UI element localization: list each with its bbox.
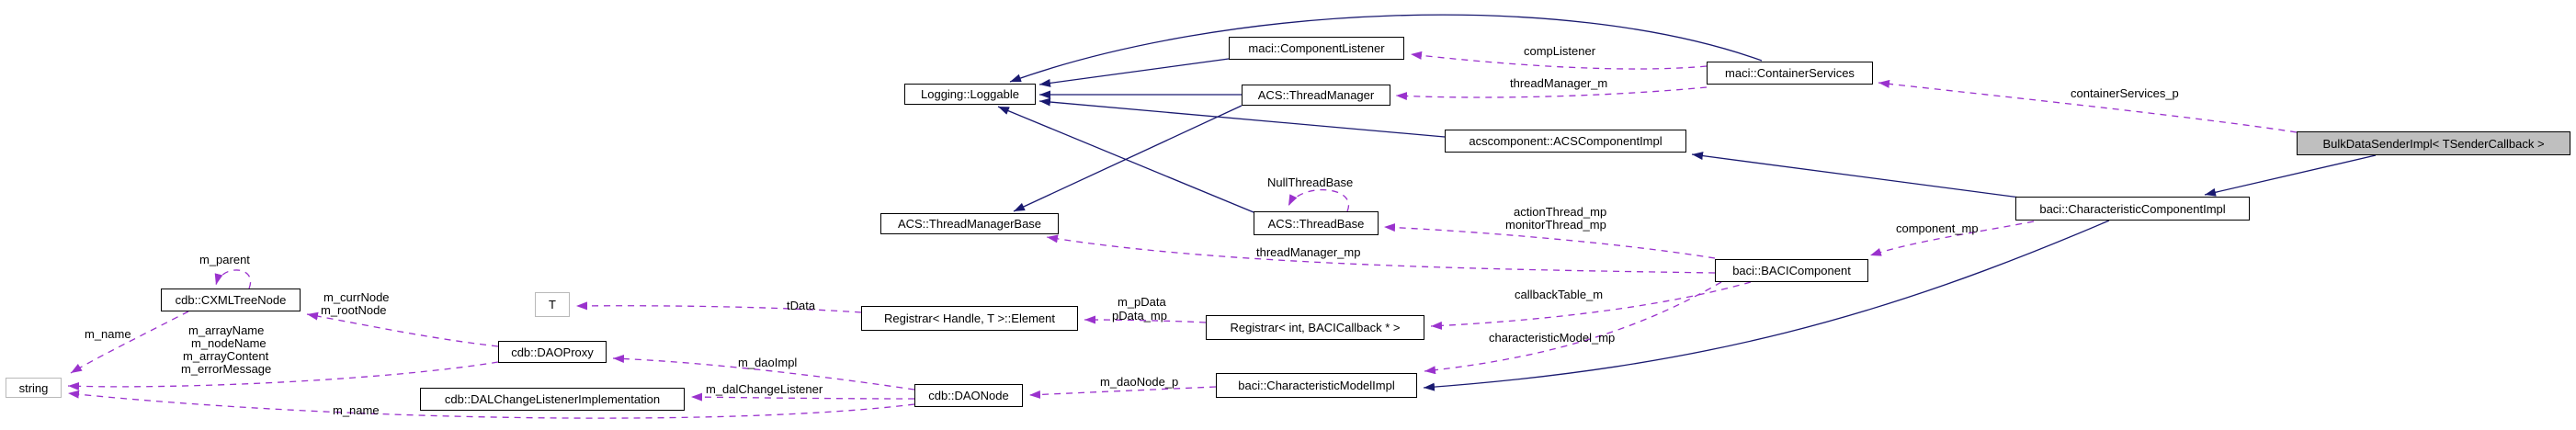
node-registrar-element[interactable]: Registrar< Handle, T >::Element xyxy=(861,306,1078,331)
edge-m_daoImpl xyxy=(612,354,915,390)
edge-label-NullThreadBase: NullThreadBase xyxy=(1267,175,1354,189)
edge-label-characteristicModel_mp: characteristicModel_mp xyxy=(1489,331,1616,345)
edge-threadManager_m xyxy=(1395,86,1708,101)
edge-label-compListener: compListener xyxy=(1524,44,1596,58)
edge-label-monitorThread_mp: monitorThread_mp xyxy=(1505,218,1606,232)
node-loggable[interactable]: Logging::Loggable xyxy=(904,84,1036,105)
edge-tData xyxy=(575,301,862,313)
edge-label-tData: tData xyxy=(787,299,816,312)
node-dao-proxy[interactable]: cdb::DAOProxy xyxy=(498,341,607,363)
edge-componentlistener-to-loggable xyxy=(1038,58,1230,87)
edge-label-m_nodeName: m_nodeName xyxy=(191,336,267,350)
node-registrar-int-bacicallback[interactable]: Registrar< int, BACICallback * > xyxy=(1206,315,1424,340)
node-dal-change-listener-implementation[interactable]: cdb::DALChangeListenerImplementation xyxy=(420,388,685,411)
node-bulk-data-sender-impl[interactable]: BulkDataSenderImpl< TSenderCallback > xyxy=(2297,131,2570,155)
edge-label-m_arrayContent: m_arrayContent xyxy=(183,349,269,363)
edge-label-threadManager_m: threadManager_m xyxy=(1510,76,1608,90)
node-characteristic-component-impl[interactable]: baci::CharacteristicComponentImpl xyxy=(2015,197,2250,221)
edge-containerServices_p xyxy=(1878,79,2298,133)
edge-label-actionThread_mp: actionThread_mp xyxy=(1514,205,1607,219)
edge-label-m_name-bottom: m_name xyxy=(333,403,380,417)
node-acs-component-impl[interactable]: acscomponent::ACSComponentImpl xyxy=(1445,130,1686,153)
edge-m_currNode-m_rootNode xyxy=(306,311,499,347)
edge-threadManager_mp xyxy=(1046,234,1716,274)
edge-label-containerServices_p: containerServices_p xyxy=(2071,86,2179,100)
edge-characteristiccomponentimpl-to-acscomponentimpl xyxy=(1691,152,2021,198)
edge-label-m_parent: m_parent xyxy=(199,253,250,266)
edge-label-pData_mp: pData_mp xyxy=(1112,309,1167,322)
node-container-services[interactable]: maci::ContainerServices xyxy=(1707,62,1873,85)
edge-label-m_pData: m_pData xyxy=(1118,295,1166,309)
node-t[interactable]: T xyxy=(535,292,570,317)
edge-component_mp xyxy=(1869,221,2035,256)
node-thread-manager-base[interactable]: ACS::ThreadManagerBase xyxy=(880,213,1059,234)
edge-acscomponentimpl-to-loggable xyxy=(1038,97,1446,138)
edge-m_name-daonode-to-string xyxy=(67,390,915,419)
edge-label-m_daoImpl: m_daoImpl xyxy=(738,356,798,369)
edge-characteristiccomponentimpl-to-characteristicmodelimpl xyxy=(1423,220,2110,391)
edge-label-m_errorMessage: m_errorMessage xyxy=(181,362,272,376)
node-characteristic-model-impl[interactable]: baci::CharacteristicModelImpl xyxy=(1216,373,1417,398)
edge-label-m_rootNode: m_rootNode xyxy=(321,303,387,317)
edge-bulkdatasender-to-characteristiccomponentimpl xyxy=(2204,154,2377,197)
edge-m_dalChangeListener xyxy=(690,392,915,402)
node-thread-base[interactable]: ACS::ThreadBase xyxy=(1254,211,1379,235)
edge-actionThread-monitorThread xyxy=(1383,223,1716,259)
node-string[interactable]: string xyxy=(6,378,62,398)
edge-characteristicModel_mp xyxy=(1424,281,1722,375)
edge-containerservices-to-loggable xyxy=(1009,14,1763,83)
edge-label-m_currNode: m_currNode xyxy=(323,290,390,304)
node-component-listener[interactable]: maci::ComponentListener xyxy=(1229,37,1404,60)
edge-m_name-cxml-to-string xyxy=(70,311,189,374)
node-cxml-tree-node[interactable]: cdb::CXMLTreeNode xyxy=(161,289,301,311)
node-dao-node[interactable]: cdb::DAONode xyxy=(914,384,1023,407)
edge-nullThreadBase-selfloop xyxy=(1288,189,1350,212)
node-baci-component[interactable]: baci::BACIComponent xyxy=(1715,259,1868,282)
edge-m_pData xyxy=(1084,315,1207,324)
edge-label-m_name-upper: m_name xyxy=(85,327,131,341)
edge-label-m_daoNode_p: m_daoNode_p xyxy=(1100,375,1179,389)
edge-m_parent-selfloop xyxy=(214,269,252,289)
edge-label-m_arrayName: m_arrayName xyxy=(188,323,265,337)
node-thread-manager[interactable]: ACS::ThreadManager xyxy=(1242,85,1390,106)
edge-label-m_dalChangeListener: m_dalChangeListener xyxy=(706,382,823,396)
edge-threadmanager-to-threadmanagerbase xyxy=(1013,105,1243,212)
edge-m_array-daoproxy-to-string xyxy=(67,361,499,390)
edge-label-threadManager_mp: threadManager_mp xyxy=(1256,245,1361,259)
edge-label-callbackTable_m: callbackTable_m xyxy=(1515,288,1604,301)
edge-label-component_mp: component_mp xyxy=(1896,221,1979,235)
